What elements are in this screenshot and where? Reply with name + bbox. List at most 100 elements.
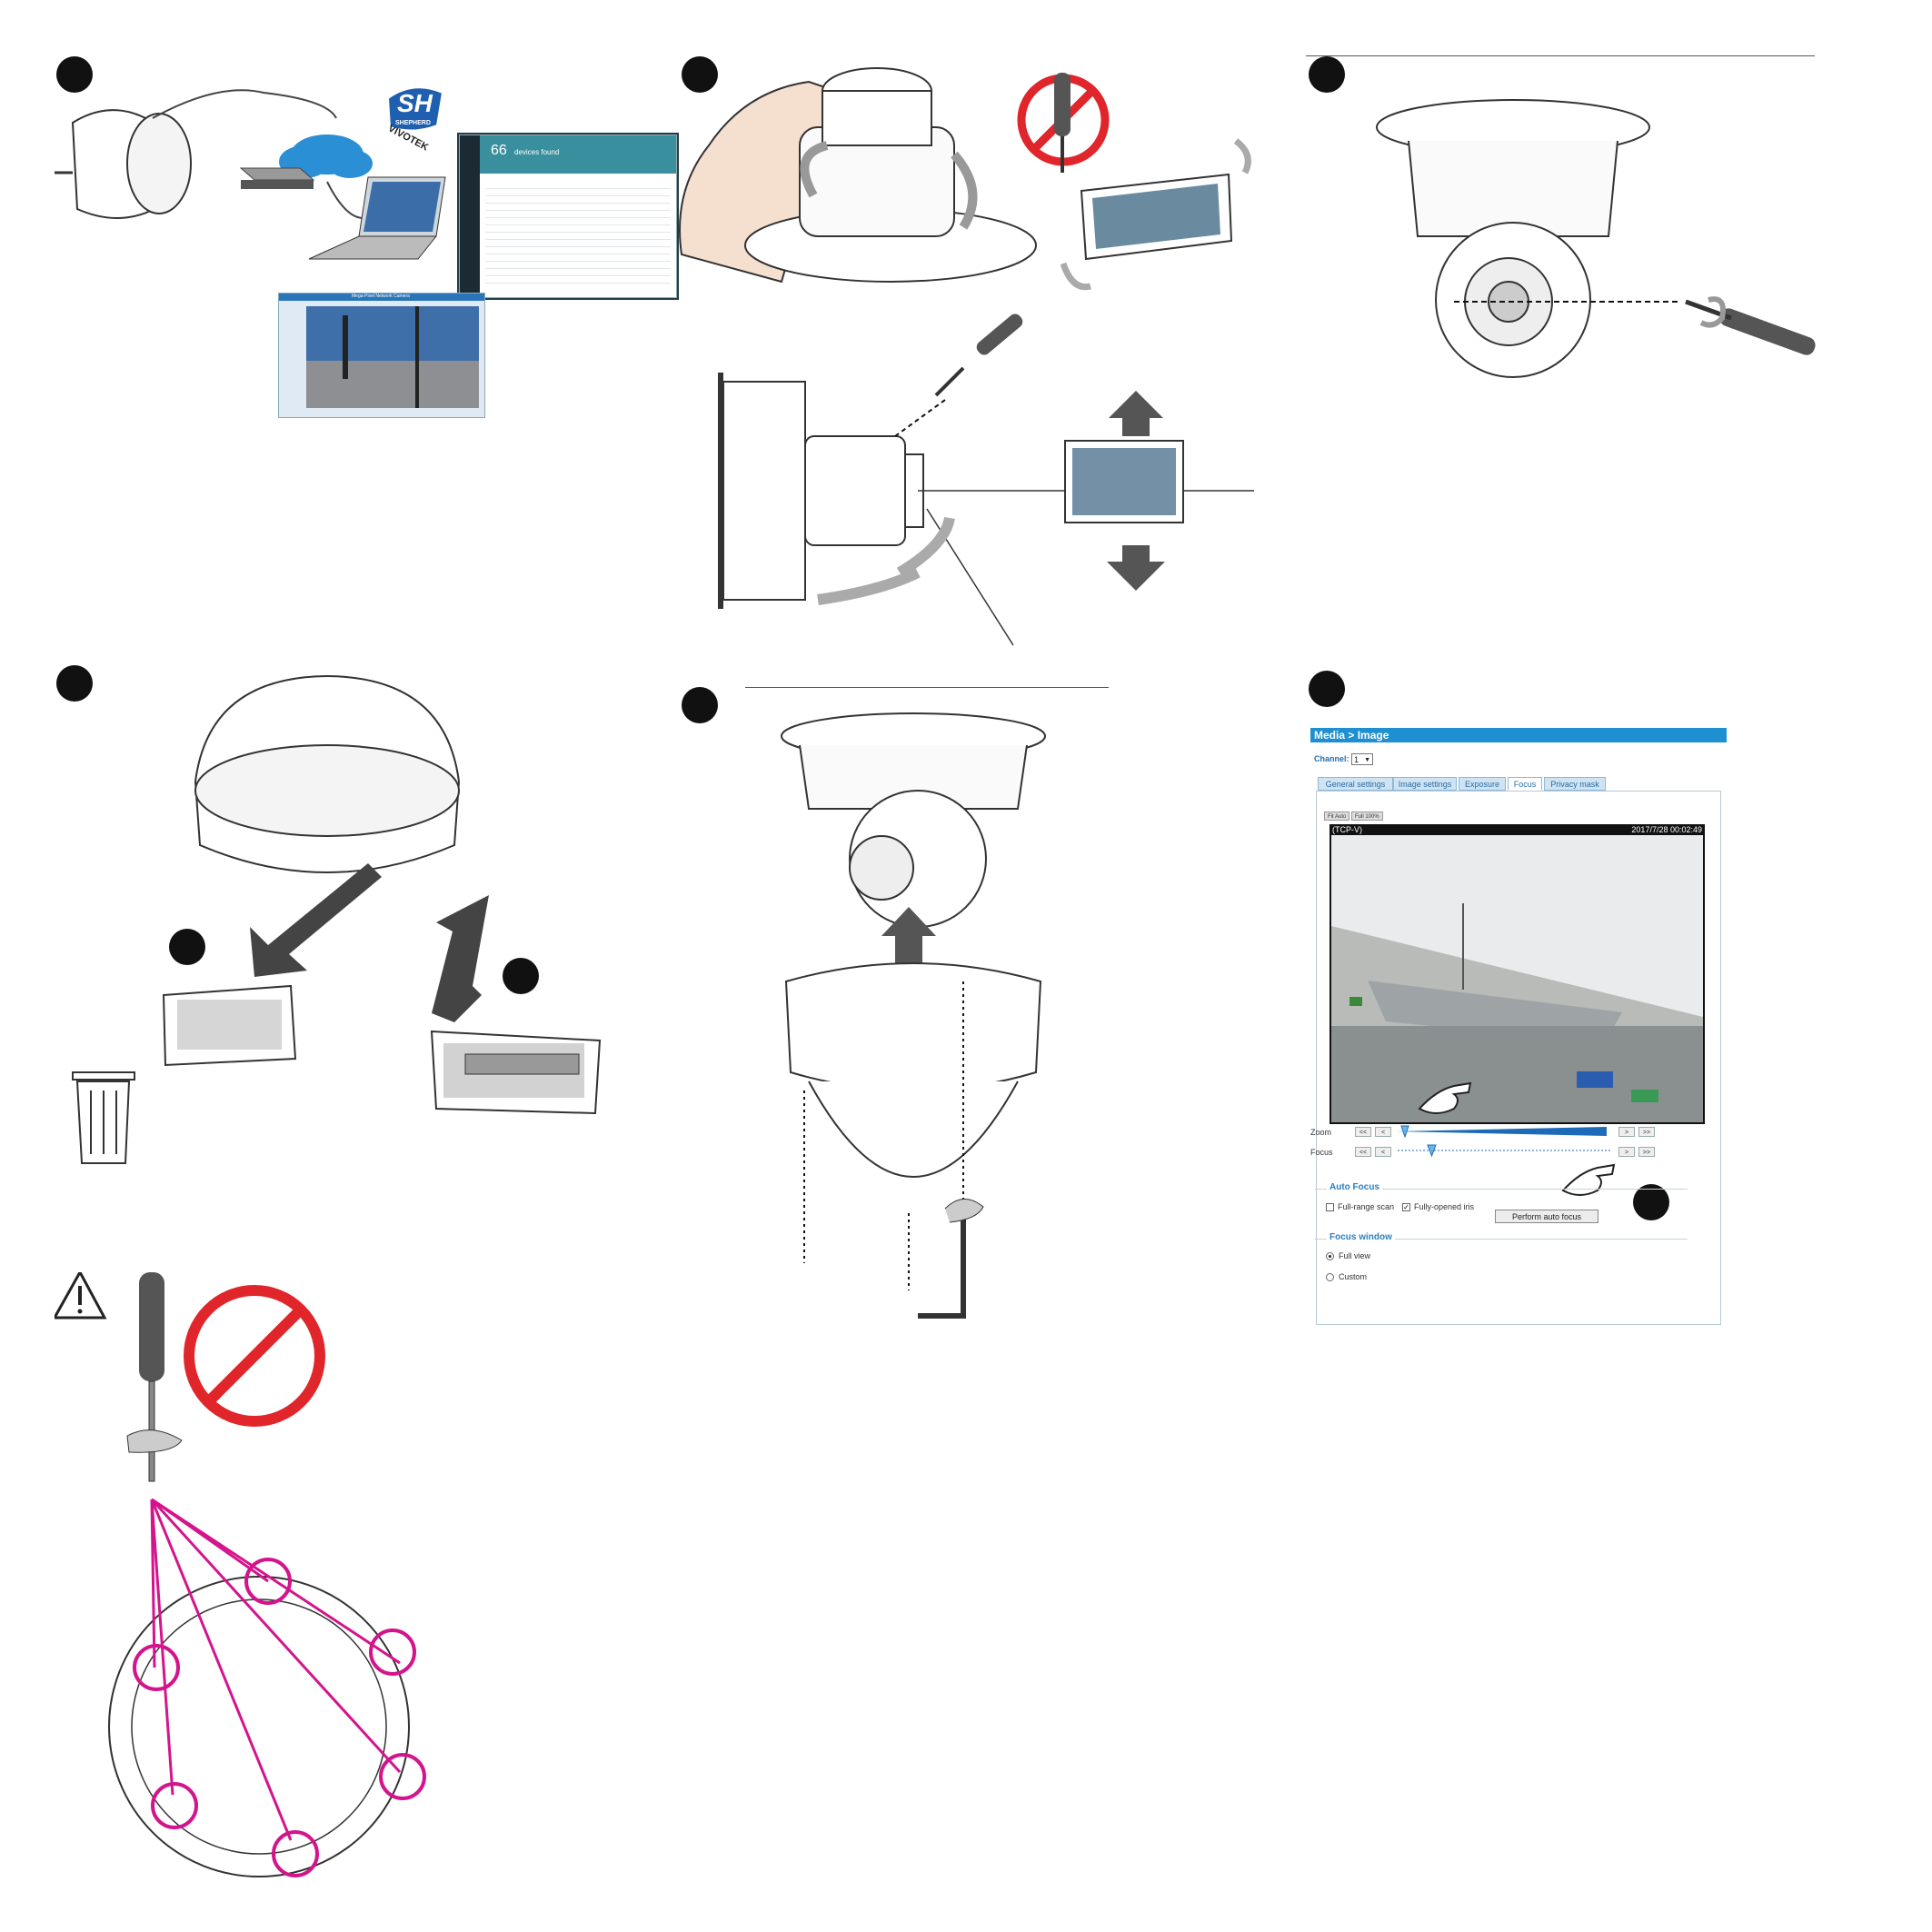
screwdriver-icon [1054, 73, 1071, 173]
view-full-button[interactable]: Full 100% [1351, 812, 1383, 821]
stream-protocol: (TCP-V) [1332, 825, 1362, 834]
focus-fast-near-button[interactable]: << [1355, 1147, 1371, 1157]
full-range-scan-checkbox[interactable] [1326, 1203, 1334, 1211]
focus-panel [1316, 791, 1721, 1325]
device-row [485, 234, 671, 240]
tab-image-settings[interactable]: Image settings [1393, 777, 1457, 791]
focus-slider-thumb [1427, 1144, 1437, 1158]
video-frame-image [1331, 835, 1703, 1122]
shepherd-logo: SH SHEPHERD VIVOTEK [377, 80, 450, 154]
live-view-image [306, 306, 479, 408]
device-row [485, 226, 671, 233]
focus-fast-far-button[interactable]: >> [1638, 1147, 1655, 1157]
device-row [485, 255, 671, 262]
live-view-titlebar: Mega-Pixel Network Camera [279, 294, 484, 301]
warning-triangle-icon [55, 1272, 107, 1320]
device-row [485, 204, 671, 211]
zoom-fast-tele-button[interactable]: >> [1638, 1127, 1655, 1137]
shepherd-logo-letters: SH [397, 89, 433, 117]
zoom-label: Zoom [1310, 1128, 1332, 1137]
tab-general-settings[interactable]: General settings [1318, 777, 1393, 791]
live-view-window: Mega-Pixel Network Camera [278, 293, 485, 418]
page-title-image: Image [1357, 729, 1389, 742]
zoom-fast-wide-button[interactable]: << [1355, 1127, 1371, 1137]
shepherd-badge-icon [386, 86, 444, 132]
auto-focus-divider [1315, 1189, 1688, 1190]
live-view-title: Mega-Pixel Network Camera [352, 294, 410, 299]
page-title-media[interactable]: Media [1314, 729, 1346, 742]
step-3-marker [1309, 56, 1345, 93]
zoom-slider[interactable] [1396, 1125, 1612, 1138]
arrow-remove-icon [250, 863, 382, 977]
focus-near-button[interactable]: < [1375, 1147, 1391, 1157]
switch-icon [239, 167, 315, 189]
focus-slider[interactable] [1396, 1143, 1612, 1158]
auto-focus-legend: Auto Focus [1327, 1182, 1382, 1192]
device-row [485, 248, 671, 254]
step-4b-marker [503, 958, 539, 994]
arrow-insert-icon [432, 895, 489, 1022]
page-title-separator: > [1345, 729, 1358, 742]
dome-module-top-icon [1376, 99, 1650, 378]
dome-cover-icon [194, 674, 461, 873]
focus-window-legend: Focus window [1327, 1232, 1395, 1242]
step-6b-marker [1633, 1184, 1669, 1220]
rotate-arrow-icon [126, 1429, 183, 1453]
devices-count: 66 [491, 143, 507, 158]
perform-auto-focus-button[interactable]: Perform auto focus [1495, 1210, 1598, 1223]
lens-module-top-icon [744, 67, 1037, 283]
full-view-label: Full view [1339, 1251, 1371, 1260]
channel-select-value: 1 [1354, 755, 1359, 764]
device-row [485, 241, 671, 247]
zoom-tele-button[interactable]: > [1618, 1127, 1635, 1137]
step-5-illustration [781, 712, 1046, 1319]
arrow-down-icon [1107, 545, 1165, 591]
device-row [485, 277, 671, 284]
page-title: Media > Image [1310, 728, 1727, 742]
trash-can-icon [72, 1071, 135, 1164]
rotate-arrow-icon [896, 516, 955, 578]
tab-privacy-mask[interactable]: Privacy mask [1544, 777, 1606, 791]
network-cloud-icon [279, 134, 373, 178]
channel-label: Channel: [1314, 754, 1349, 763]
focus-label: Focus [1310, 1148, 1333, 1157]
screwdriver-icon [934, 314, 1023, 397]
hand-holding-lens-icon [679, 80, 838, 284]
step-4-illustration [72, 674, 602, 1164]
fully-opened-iris-label: Fully-opened iris [1414, 1202, 1475, 1211]
step-2-marker [682, 56, 718, 93]
channel-select[interactable]: 1 ▼ [1351, 753, 1373, 765]
prohibited-icon [184, 1285, 325, 1427]
shepherd-window: 66 devices found [459, 134, 677, 298]
dome-base-bottom-icon [108, 1576, 410, 1877]
full-view-radio[interactable] [1326, 1252, 1334, 1260]
pointing-hand-icon [1418, 1081, 1472, 1114]
step-5-marker [682, 687, 718, 723]
device-row [485, 190, 671, 196]
rotate-arrow-icon [800, 141, 829, 198]
dome-module-icon [781, 712, 1046, 928]
screw-warning-illustration [55, 1272, 426, 1877]
zoom-wide-button[interactable]: < [1375, 1127, 1391, 1137]
laptop-icon [308, 176, 446, 260]
tab-focus[interactable]: Focus [1508, 777, 1542, 791]
dome-cover-icon [784, 962, 1042, 1178]
step-5-divider [745, 687, 1109, 688]
view-fit-button[interactable]: Fit Auto [1324, 812, 1350, 821]
fully-opened-iris-checkbox[interactable]: ✓ [1402, 1203, 1410, 1211]
shepherd-logo-word: SHEPHERD [395, 120, 431, 126]
rotate-arrow-icon [817, 567, 921, 605]
devices-found-label: devices found [514, 148, 560, 156]
device-row [485, 219, 671, 225]
rotated-image-icon [1080, 173, 1233, 261]
tab-exposure[interactable]: Exposure [1459, 777, 1506, 791]
focus-far-button[interactable]: > [1618, 1147, 1635, 1157]
zoom-slider-thumb [1400, 1125, 1409, 1138]
dome-camera-side-icon [55, 109, 192, 219]
hex-key-icon [918, 1200, 966, 1319]
video-preview[interactable]: (TCP-V) 2017/7/28 00:02:49 [1329, 824, 1705, 1124]
screw-highlight-icon [133, 1558, 426, 1877]
arrow-up-icon [881, 907, 936, 963]
custom-radio[interactable] [1326, 1273, 1334, 1281]
video-timestamp: 2017/7/28 00:02:49 [1631, 825, 1702, 834]
